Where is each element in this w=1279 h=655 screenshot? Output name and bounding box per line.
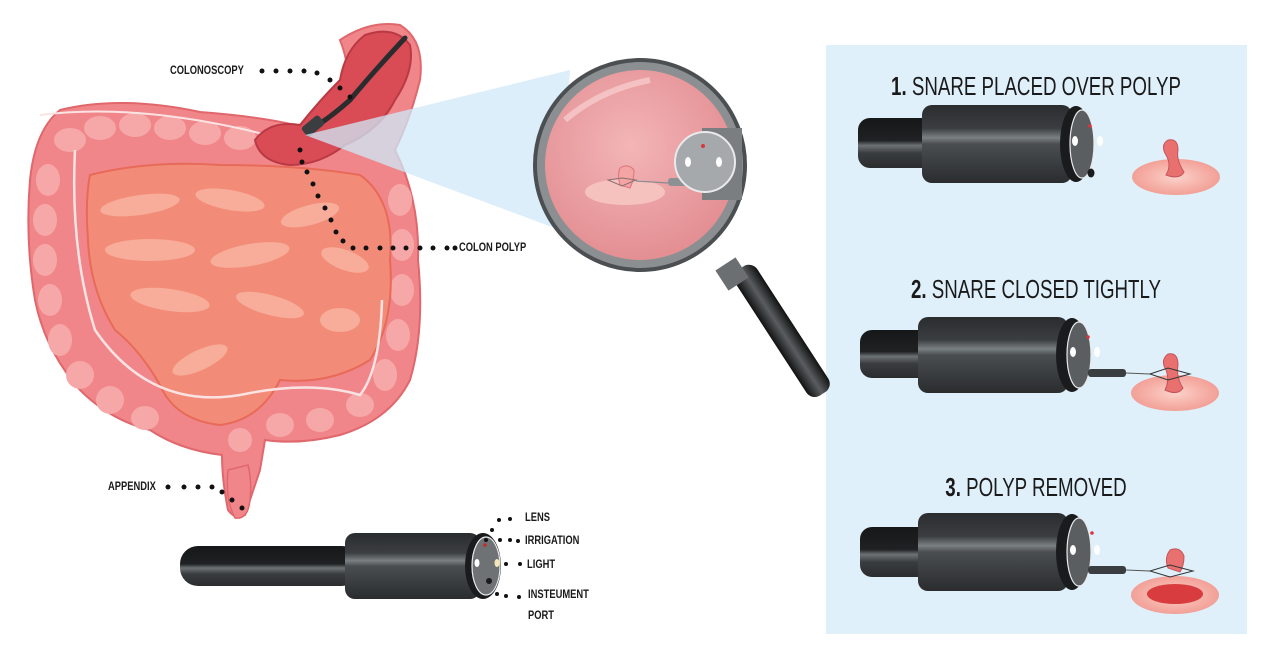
lens-snare-wire bbox=[635, 180, 669, 184]
label-colon-polyp: COLON POLYP bbox=[459, 240, 527, 254]
step-3-port-left bbox=[1070, 545, 1076, 555]
step-1-illustration bbox=[858, 105, 1220, 195]
step-3-number: 3. bbox=[945, 472, 961, 502]
step-1-port-right bbox=[1097, 136, 1103, 146]
leader-dots bbox=[165, 68, 458, 511]
magnifier-lens bbox=[545, 70, 735, 260]
step-3-wound bbox=[1147, 584, 1203, 604]
scope-face bbox=[471, 536, 501, 596]
step-3-title: 3. POLYP REMOVED bbox=[885, 472, 1187, 503]
magnifying-glass bbox=[533, 58, 830, 398]
scope-head bbox=[345, 533, 480, 599]
step-3-scope-face bbox=[1066, 517, 1092, 587]
step-1-instrument-port bbox=[1087, 168, 1095, 178]
lens-polyp-base bbox=[585, 179, 665, 205]
lens-snare bbox=[606, 177, 638, 187]
lens-glare bbox=[563, 77, 651, 123]
step-2-scope-face bbox=[1066, 321, 1092, 389]
colon-illustration bbox=[27, 23, 422, 519]
scope-tube bbox=[180, 546, 360, 586]
lens-scope-light-dot bbox=[701, 144, 705, 148]
label-irrigation: IRRIGATION bbox=[525, 533, 580, 547]
step-1-scope-face bbox=[1069, 109, 1095, 179]
step-2-text: SNARE CLOSED TIGHTLY bbox=[931, 274, 1162, 304]
step-1-text: SNARE PLACED OVER POLYP bbox=[911, 71, 1181, 101]
label-instrument-port-line1: INSTEUMENT bbox=[528, 587, 589, 601]
scope-irrigation-port bbox=[474, 559, 480, 567]
step-2-number: 2. bbox=[910, 274, 927, 304]
colon-haustra bbox=[33, 113, 414, 452]
colon-scoped-segment bbox=[253, 30, 412, 167]
step-1-port-left bbox=[1072, 136, 1078, 146]
label-instrument-port-line2: PORT bbox=[528, 608, 555, 622]
step-2-snare-wire bbox=[1125, 372, 1151, 375]
step-3-light-dot bbox=[1090, 531, 1094, 535]
step-1-number: 1. bbox=[891, 71, 907, 101]
colonoscope-tip-detail bbox=[180, 517, 522, 599]
step-1-title: 1. SNARE PLACED OVER POLYP bbox=[885, 71, 1187, 102]
magnifier-collar bbox=[715, 257, 749, 291]
step-2-instrument bbox=[1088, 369, 1126, 377]
vessel-line bbox=[72, 149, 384, 399]
step-3-scope-head bbox=[918, 513, 1068, 591]
step-1-scope-head bbox=[922, 105, 1072, 183]
magnification-beam bbox=[305, 70, 570, 230]
step-3-snare-loop bbox=[1148, 564, 1195, 578]
step-2-illustration bbox=[860, 317, 1219, 411]
step-3-text: POLYP REMOVED bbox=[966, 472, 1127, 502]
label-lens: LENS bbox=[525, 510, 550, 524]
lens-scope-port-right bbox=[716, 157, 722, 167]
step-2-port-left bbox=[1070, 347, 1076, 357]
scope-leader-dots bbox=[484, 517, 522, 599]
step-3-port-right bbox=[1094, 545, 1100, 555]
colonoscope-tip bbox=[301, 115, 325, 137]
step-2-title: 2. SNARE CLOSED TIGHTLY bbox=[885, 274, 1187, 305]
step-2-snare-loop bbox=[1148, 367, 1192, 381]
label-appendix: APPENDIX bbox=[108, 479, 156, 493]
step-3-snare-wire bbox=[1125, 569, 1151, 572]
step-3-instrument bbox=[1088, 566, 1126, 574]
lens-scope-face bbox=[674, 131, 736, 193]
label-light: LIGHT bbox=[527, 557, 556, 571]
appendix bbox=[226, 464, 252, 519]
scope-light-port bbox=[494, 559, 500, 567]
lens-scope-port-left bbox=[685, 157, 691, 167]
step-3-illustration bbox=[860, 513, 1219, 614]
magnifier-handle bbox=[733, 264, 830, 398]
step-1-polyp bbox=[1162, 139, 1185, 178]
step-3-removed-polyp bbox=[1165, 548, 1185, 573]
scope-instrument-port bbox=[486, 578, 492, 584]
step-2-light-dot bbox=[1086, 335, 1090, 339]
step-2-polyp bbox=[1162, 353, 1184, 394]
small-intestine-loops bbox=[100, 188, 369, 376]
step-1-tube bbox=[858, 118, 938, 168]
step-1-light-dot bbox=[1088, 124, 1092, 128]
step-2-port-right bbox=[1094, 347, 1100, 357]
step-2-scope-head bbox=[918, 317, 1068, 393]
label-colonoscopy: COLONOSCOPY bbox=[170, 63, 244, 77]
scope-lens-dot bbox=[483, 543, 487, 547]
